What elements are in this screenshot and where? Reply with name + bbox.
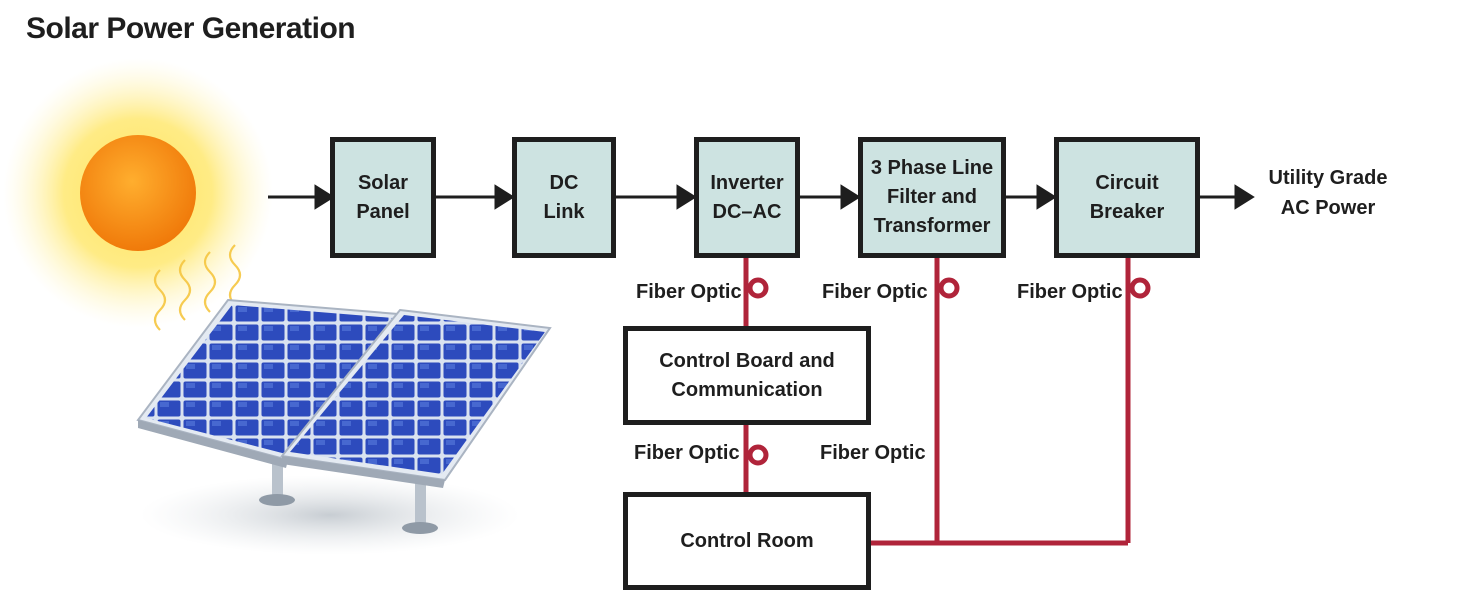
arrow-icon bbox=[1234, 184, 1255, 210]
block-inverter: Inverter DC–AC bbox=[694, 137, 800, 258]
fiber-optic-label: Fiber Optic bbox=[1017, 281, 1123, 303]
fiber-connector-icon bbox=[1129, 277, 1151, 299]
solar-panel-icon bbox=[136, 298, 552, 555]
arrow-icon bbox=[676, 184, 697, 210]
block-circuit-breaker-label: Circuit Breaker bbox=[1089, 171, 1165, 223]
arrow-icon bbox=[494, 184, 515, 210]
fiber-optic-links bbox=[743, 256, 1131, 546]
arrow-icon bbox=[840, 184, 861, 210]
block-filter-transformer: 3 Phase Line Filter and Transformer bbox=[858, 137, 1006, 258]
block-control-room: Control Room bbox=[623, 492, 871, 590]
block-control-board: Control Board and Communication bbox=[623, 326, 871, 425]
arrow-icon bbox=[314, 184, 335, 210]
fiber-optic-label: Fiber Optic bbox=[636, 281, 742, 303]
block-dc-link-label: DC Link bbox=[543, 171, 585, 223]
fiber-optic-label: Fiber Optic bbox=[634, 442, 740, 464]
block-solar-panel: Solar Panel bbox=[330, 137, 436, 258]
page-title: Solar Power Generation bbox=[26, 12, 356, 45]
block-filter-transformer-label: 3 Phase Line Filter and Transformer bbox=[870, 157, 994, 237]
block-solar-panel-label: Solar Panel bbox=[356, 171, 410, 223]
fiber-connector-icon bbox=[747, 444, 769, 466]
fiber-connector-icon bbox=[938, 277, 960, 299]
arrow-icon bbox=[1036, 184, 1057, 210]
block-inverter-label: Inverter DC–AC bbox=[710, 171, 784, 223]
block-dc-link: DC Link bbox=[512, 137, 616, 258]
fiber-optic-label: Fiber Optic bbox=[820, 442, 926, 464]
block-control-board-label: Control Board and Communication bbox=[659, 349, 835, 401]
block-control-room-label: Control Room bbox=[680, 529, 814, 552]
output-label: Utility Grade AC Power bbox=[1268, 167, 1388, 219]
block-circuit-breaker: Circuit Breaker bbox=[1054, 137, 1200, 258]
fiber-connector-icon bbox=[747, 277, 769, 299]
fiber-optic-label: Fiber Optic bbox=[822, 281, 928, 303]
sun-icon bbox=[3, 58, 273, 331]
